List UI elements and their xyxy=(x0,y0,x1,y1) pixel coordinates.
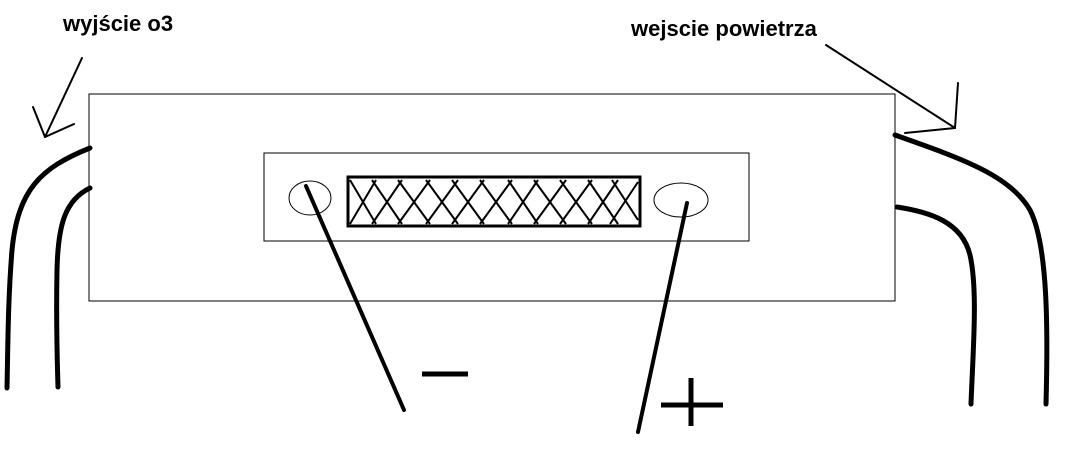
negative-terminal xyxy=(288,180,332,216)
positive-wire xyxy=(636,201,689,434)
plus-sign xyxy=(661,378,723,426)
ozone-output-label: wyjście o3 xyxy=(63,11,174,36)
air-input-label: wejscie powietrza xyxy=(631,16,817,41)
electrode-plate xyxy=(263,152,750,242)
ozone-output-arrow xyxy=(32,57,83,138)
housing-outline xyxy=(88,93,896,302)
ozone-output-tube xyxy=(4,145,93,391)
positive-terminal xyxy=(653,182,709,218)
mesh-electrode xyxy=(346,175,642,228)
air-input-tube xyxy=(892,132,1050,407)
negative-wire xyxy=(304,184,406,412)
air-input-arrow xyxy=(825,44,959,134)
